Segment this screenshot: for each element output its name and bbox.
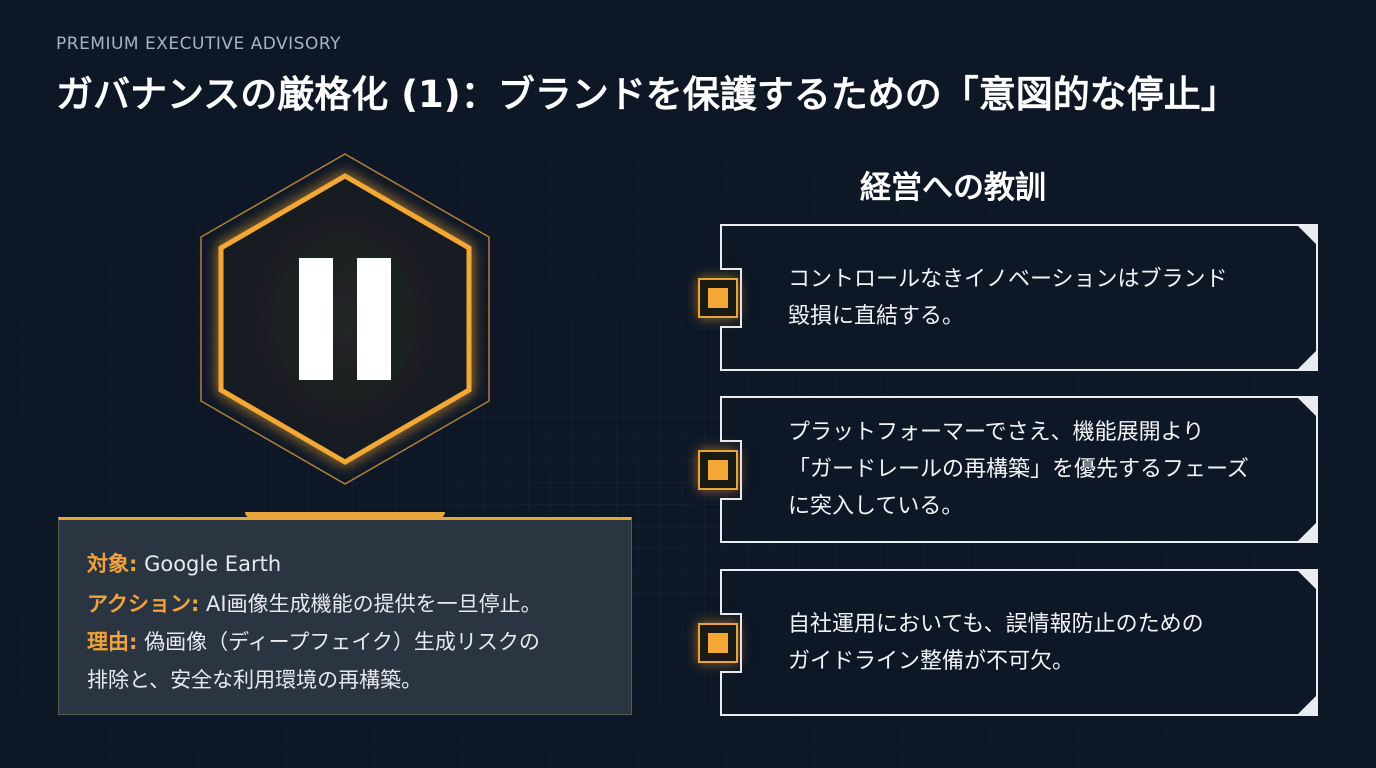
kicker-label: PREMIUM EXECUTIVE ADVISORY [56,34,341,54]
info-action-value: AI画像生成機能の提供を一旦停止。 [199,592,542,616]
card-notch-top [720,440,742,442]
lessons-title: 経営への教訓 [860,170,1046,206]
card-corner-bottom [1296,521,1318,543]
info-action: アクション: AI画像生成機能の提供を一旦停止。 [87,588,542,618]
info-reason: 理由: 偽画像（ディープフェイク）生成リスクの [87,626,540,656]
card-corner-top [1296,396,1318,418]
pause-icon [200,153,490,485]
lesson-2-line-1: プラットフォーマーでさえ、機能展開より [788,420,1205,445]
card-notch-line [740,615,742,671]
info-reason-value-line2: 排除と、安全な利用環境の再構築。 [87,668,423,692]
card-notch-bottom [720,498,742,500]
info-reason-value-line1: 偽画像（ディープフェイク）生成リスクの [137,630,540,654]
card-notch-bottom [720,326,742,328]
card-corner-bottom [1296,694,1318,716]
info-target-value: Google Earth [137,552,282,576]
card-corner-top [1296,224,1318,246]
lesson-text: コントロールなきイノベーションはブランド 毀損に直結する。 [788,226,1288,369]
square-bullet-icon [698,278,738,318]
lesson-3-line-1: 自社運用においても、誤情報防止のための [788,611,1204,637]
card-notch-line [740,270,742,326]
page-title: ガバナンスの厳格化 (1)：ブランドを保護するための「意図的な停止」 [56,73,1238,116]
lesson-text: プラットフォーマーでさえ、機能展開より 「ガードレールの再構築」を優先するフェー… [788,398,1288,541]
card-corner-top [1296,569,1318,591]
info-reason-cont: 排除と、安全な利用環境の再構築。 [87,664,422,694]
card-notch-top [720,613,742,615]
lesson-2-line-2: 「ガードレールの再構築」を優先するフェーズ [788,457,1249,482]
info-target-label: 対象: [87,552,138,576]
square-bullet-icon [698,623,738,663]
card-notch-bottom [720,671,742,673]
incident-info-box: 対象: Google Earth アクション: AI画像生成機能の提供を一旦停止… [58,512,632,715]
lesson-card-2: プラットフォーマーでさえ、機能展開より 「ガードレールの再構築」を優先するフェー… [698,396,1318,543]
lesson-1-line-1: コントロールなきイノベーションはブランド [788,266,1228,292]
lesson-2-line-3: に突入している。 [788,494,964,519]
lesson-1-line-2: 毀損に直結する。 [788,303,965,329]
lesson-card-1: コントロールなきイノベーションはブランド 毀損に直結する。 [698,224,1318,371]
info-reason-label: 理由: [87,630,138,654]
card-notch-line [740,442,742,498]
lesson-3-line-2: ガイドライン整備が不可欠。 [788,648,1075,674]
square-bullet-icon [698,450,738,490]
card-corner-bottom [1296,349,1318,371]
info-box-tab [245,512,445,518]
lesson-text: 自社運用においても、誤情報防止のための ガイドライン整備が不可欠。 [788,571,1288,714]
info-action-label: アクション: [87,592,200,616]
info-target: 対象: Google Earth [87,548,281,578]
lesson-card-3: 自社運用においても、誤情報防止のための ガイドライン整備が不可欠。 [698,569,1318,716]
pause-hexagon [195,150,495,488]
card-notch-top [720,268,742,270]
